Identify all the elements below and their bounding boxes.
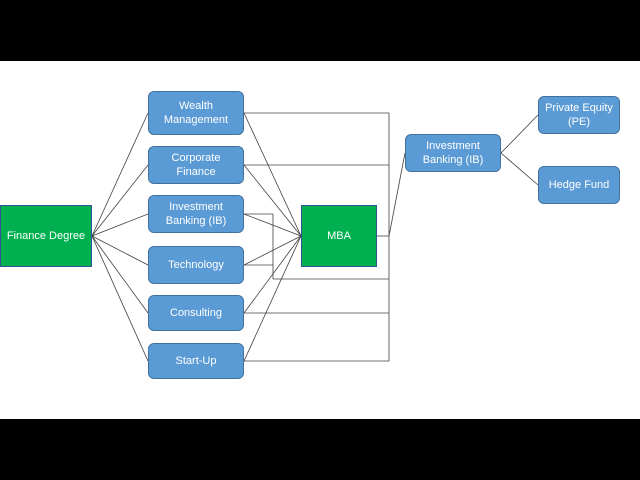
connector-to-hf	[500, 152, 539, 186]
node-label: Hedge Fund	[548, 179, 610, 191]
node-wealth-management: Wealth Management	[148, 91, 244, 135]
connector-to-mba-4	[243, 235, 302, 314]
connector-to-mba-3	[243, 235, 302, 266]
connector-finance-degree-5	[91, 235, 149, 362]
connector-finance-degree-2	[91, 213, 149, 237]
connector-to-mba-0	[243, 112, 302, 237]
node-private-equity: Private Equity (PE)	[538, 96, 620, 134]
connector-finance-degree-0	[91, 112, 149, 237]
node-consulting: Consulting	[148, 295, 244, 331]
node-mba: MBA	[301, 205, 377, 267]
diagram-canvas: Finance Degree Wealth Management Corpora…	[0, 61, 640, 419]
connector-to-pe	[500, 114, 539, 154]
node-investment-banking-right: Investment Banking (IB)	[405, 134, 501, 172]
node-label: Finance Degree	[6, 230, 86, 242]
node-start-up: Start-Up	[148, 343, 244, 379]
node-label: Investment Banking (IB)	[422, 140, 484, 166]
node-label: Technology	[168, 259, 224, 271]
node-label: Private Equity (PE)	[545, 102, 613, 128]
node-corporate-finance: Corporate Finance	[148, 146, 244, 184]
node-label: Investment Banking (IB)	[165, 201, 227, 227]
node-investment-banking-left: Investment Banking (IB)	[148, 195, 244, 233]
connector-to-ib-right	[388, 152, 406, 237]
node-label: Wealth Management	[163, 100, 229, 126]
connector-layer	[91, 112, 539, 362]
node-label: MBA	[327, 230, 351, 242]
node-label: Corporate Finance	[171, 152, 221, 178]
node-technology: Technology	[148, 246, 244, 284]
connector-to-mba-2	[243, 213, 302, 237]
connector-to-mba-1	[243, 164, 302, 237]
node-hedge-fund: Hedge Fund	[538, 166, 620, 204]
node-finance-degree: Finance Degree	[0, 205, 92, 267]
node-label: Start-Up	[175, 355, 217, 367]
connector-finance-degree-3	[91, 235, 149, 266]
connector-finance-degree-4	[91, 235, 149, 314]
connector-finance-degree-1	[91, 164, 149, 237]
connector-to-mba-5	[243, 235, 302, 362]
node-label: Consulting	[170, 307, 222, 319]
